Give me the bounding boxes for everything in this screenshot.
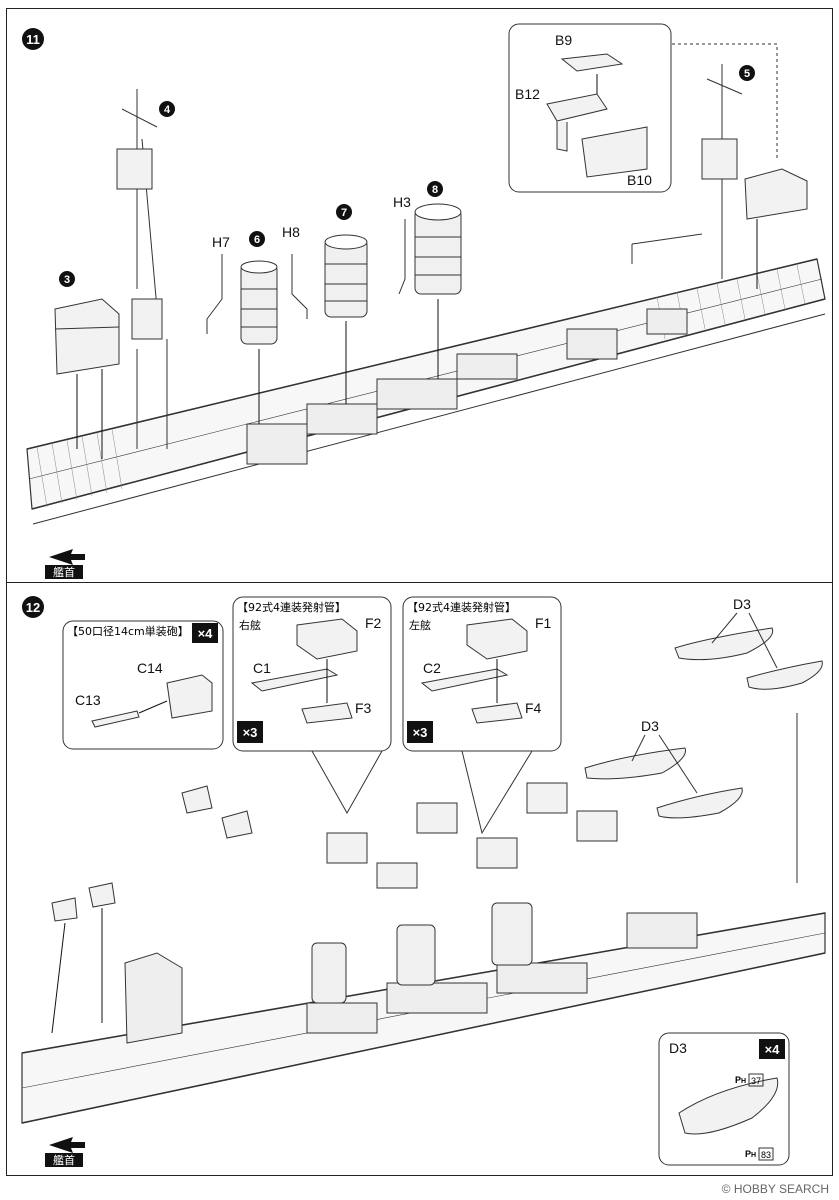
step-11-panel: 11 3: [6, 8, 833, 584]
label-c1: C1: [253, 660, 271, 676]
gun-multiplier: ×4: [198, 626, 214, 641]
step-11-number: 11: [26, 32, 40, 47]
step-11-badge: [22, 28, 44, 50]
label-d3-middle: D3: [641, 718, 659, 734]
label-d3-upper: D3: [733, 596, 751, 612]
superstructure-12: [124, 912, 698, 1044]
boats-middle: [584, 747, 743, 819]
step-12-panel: 12 【50口径14cm単装砲】 ×4 C14 C13 【92式4連装発射管】 …: [6, 582, 833, 1176]
label-c14: C14: [137, 660, 163, 676]
svg-text:7: 7: [341, 207, 347, 219]
callout-left: [461, 750, 533, 835]
step-11-diagram: 11 3: [22, 23, 826, 579]
tube-right-drawing: [250, 618, 358, 724]
funnel-6: [240, 260, 278, 424]
label-c13: C13: [75, 692, 101, 708]
ph1-value: 37: [751, 1076, 761, 1086]
svg-text:8: 8: [432, 184, 438, 196]
deck-planks: [36, 264, 806, 508]
steam-pipes: [206, 219, 406, 334]
tube-right-multiplier: ×3: [243, 725, 258, 740]
step-12-badge: [22, 596, 44, 618]
svg-text:5: 5: [744, 68, 750, 80]
step-12-diagram: 12 【50口径14cm単装砲】 ×4 C14 C13 【92式4連装発射管】 …: [21, 596, 826, 1167]
funnel-7: [324, 234, 368, 404]
label-h8: H8: [282, 224, 300, 240]
label-f1: F1: [535, 615, 552, 631]
tube-right-title: 【92式4連装発射管】: [237, 600, 346, 614]
ph1-box: [748, 1073, 764, 1087]
superstructure: [246, 308, 688, 465]
leader-d3-middle: [631, 734, 698, 794]
svg-text:6: 6: [254, 234, 260, 246]
bow-arrow-icon-12: [49, 1137, 85, 1153]
foremast: [116, 89, 168, 449]
label-h7: H7: [212, 234, 230, 250]
watermark: © HOBBY SEARCH: [721, 1182, 829, 1196]
bow-arrow-icon: [49, 549, 85, 565]
step-12-number: 12: [26, 600, 40, 615]
leader-d3-upper: [711, 612, 778, 669]
callout-8: [427, 181, 443, 197]
label-f4: F4: [525, 700, 542, 716]
svg-text:4: 4: [164, 104, 171, 116]
tube-left-mult-bg: [407, 721, 433, 743]
tube-left-side: 左舷: [409, 618, 431, 632]
deck-guns: [51, 785, 253, 1034]
mainmast: [631, 64, 743, 279]
tube-left-title: 【92式4連装発射管】: [407, 600, 516, 614]
label-f3: F3: [355, 700, 372, 716]
boat-detail-label: D3: [669, 1040, 687, 1056]
callout-right: [311, 750, 383, 815]
tube-left-multiplier: ×3: [413, 725, 428, 740]
label-b12: B12: [515, 86, 540, 102]
ph2-box: [758, 1147, 774, 1161]
gun-drawing: [91, 674, 213, 728]
ph2-value: 83: [761, 1150, 771, 1160]
ph2-prefix: PH: [745, 1149, 756, 1159]
bridge-assembly: [54, 298, 120, 459]
label-b9: B9: [555, 32, 572, 48]
callout-7: [336, 204, 352, 220]
bow-label-bg: [45, 565, 83, 579]
boat-multiplier: ×4: [765, 1042, 781, 1057]
tube-right-mult-bg: [237, 721, 263, 743]
svg-text:3: 3: [64, 274, 70, 286]
bow-label: 艦首: [53, 565, 75, 579]
callout-4: [159, 101, 175, 117]
gun-multiplier-bg: [192, 623, 218, 643]
bow-label-bg-12: [45, 1153, 83, 1167]
boat-mult-bg: [759, 1039, 785, 1059]
funnel-8: [414, 203, 462, 379]
torpedo-mounts: [326, 782, 618, 889]
bow-label-12: 艦首: [53, 1153, 75, 1167]
label-c2: C2: [423, 660, 441, 676]
label-h3: H3: [393, 194, 411, 210]
boat-drawing: [678, 1077, 779, 1135]
tube-right-side: 右舷: [239, 618, 261, 632]
callout-6: [249, 231, 265, 247]
callout-3: [59, 271, 75, 287]
callout-5: [739, 65, 755, 81]
tube-left-drawing: [420, 618, 528, 724]
boats-upper: [674, 627, 823, 690]
ph1-prefix: PH: [735, 1075, 746, 1085]
gun-box-title: 【50口径14cm単装砲】: [67, 624, 189, 638]
label-f2: F2: [365, 615, 382, 631]
searchlight-platform: [744, 168, 808, 220]
label-b10: B10: [627, 172, 652, 188]
inset-b-drawing: [546, 53, 648, 178]
gun-box: [62, 620, 224, 750]
funnels-12: [311, 902, 533, 1004]
dashed-leader: [672, 43, 778, 159]
